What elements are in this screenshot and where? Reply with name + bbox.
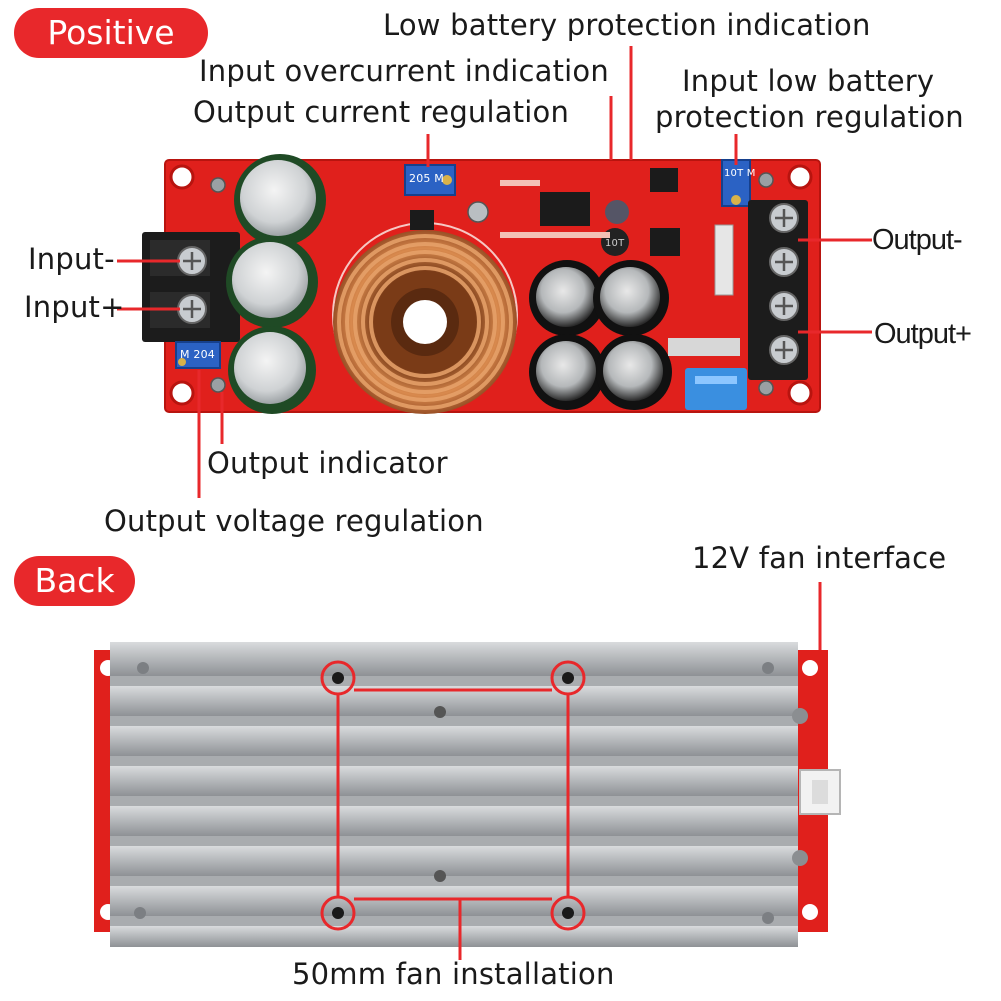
trim-potentiometers — [175, 159, 751, 369]
label-output-indicator: Output indicator — [207, 446, 448, 480]
blade-fuse — [668, 338, 747, 410]
label-output-current-regulation: Output current regulation — [193, 95, 570, 129]
label-fan-installation: 50mm fan installation — [292, 957, 615, 991]
heatsink — [110, 642, 808, 947]
back-callout-lines — [320, 660, 586, 960]
label-output-plus: Output+ — [874, 318, 972, 350]
label-input-overcurrent-indication: Input overcurrent indication — [199, 54, 609, 88]
label-output-voltage-regulation: Output voltage regulation — [104, 504, 484, 538]
label-low-battery-protection-indication: Low battery protection indication — [383, 8, 871, 42]
output-capacitors — [529, 260, 672, 410]
control-ics — [410, 168, 734, 296]
label-input-minus: Input- — [28, 242, 115, 276]
pot-lowbatt-marking: 10T M — [724, 168, 756, 179]
label-fan-interface: 12V fan interface — [692, 541, 947, 575]
front-section-badge: Positive — [14, 8, 208, 58]
back-section-badge: Back — [14, 556, 135, 606]
output-terminal-block — [748, 200, 808, 380]
fan-connector — [799, 769, 841, 815]
pot-current-marking: 205 M — [409, 172, 444, 185]
pot-voltage-marking: M 204 — [180, 348, 215, 361]
front-callout-lines — [117, 46, 872, 650]
toroid-inductor — [333, 230, 517, 414]
label-input-low-battery-line1: Input low battery — [682, 64, 935, 98]
label-input-plus: Input+ — [24, 290, 125, 324]
input-capacitors — [226, 154, 326, 414]
label-input-low-battery-line2: protection regulation — [655, 100, 964, 134]
input-terminal-block — [142, 232, 240, 342]
chip-marking: 10T — [605, 238, 625, 249]
label-output-minus: Output- — [872, 224, 963, 256]
